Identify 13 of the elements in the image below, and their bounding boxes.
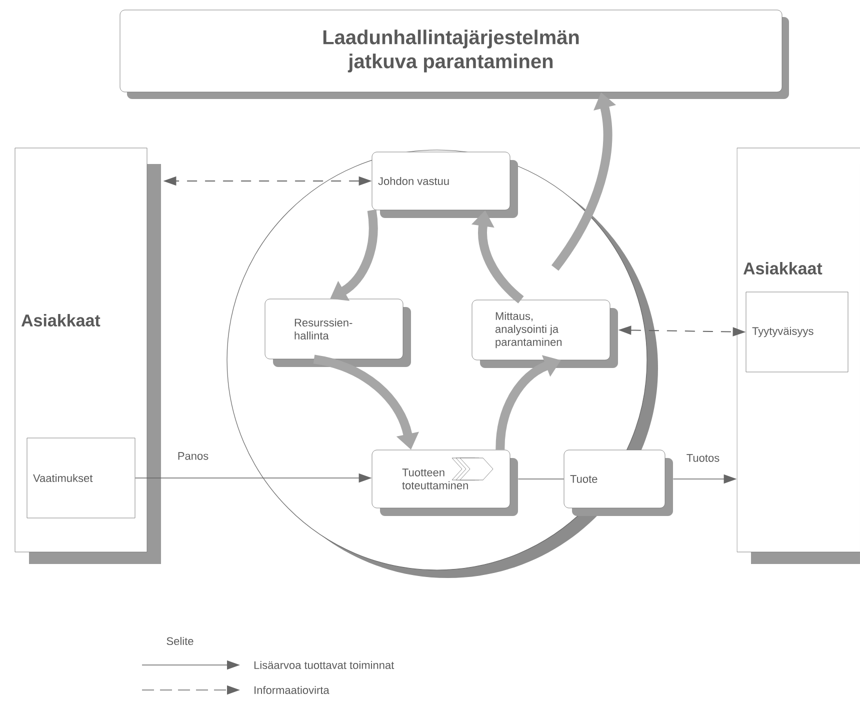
edge-label: Panos bbox=[176, 451, 210, 461]
legend-text: Informaatiovirta bbox=[254, 686, 330, 694]
title-box: Laadunhallintajärjestelmän jatkuva parantaminen bbox=[120, 10, 789, 99]
process-box: Tuote bbox=[564, 450, 673, 516]
legend-title: Selite bbox=[166, 636, 194, 646]
process-box: Vaatimukset bbox=[26, 438, 136, 518]
process-box: Johdon vastuu bbox=[372, 152, 518, 218]
process-box: Mittaus, analysointi ja parantaminen bbox=[472, 300, 618, 368]
process-box: Tuotteen toteuttaminen bbox=[372, 450, 518, 516]
edge-label: Tuotos bbox=[685, 453, 721, 463]
legend-text: Lisäarvoa tuottavat toiminnat bbox=[254, 660, 394, 670]
process-box: Tyytyväisyys bbox=[746, 292, 848, 372]
process-box: Resurssien-hallinta bbox=[264, 298, 411, 367]
